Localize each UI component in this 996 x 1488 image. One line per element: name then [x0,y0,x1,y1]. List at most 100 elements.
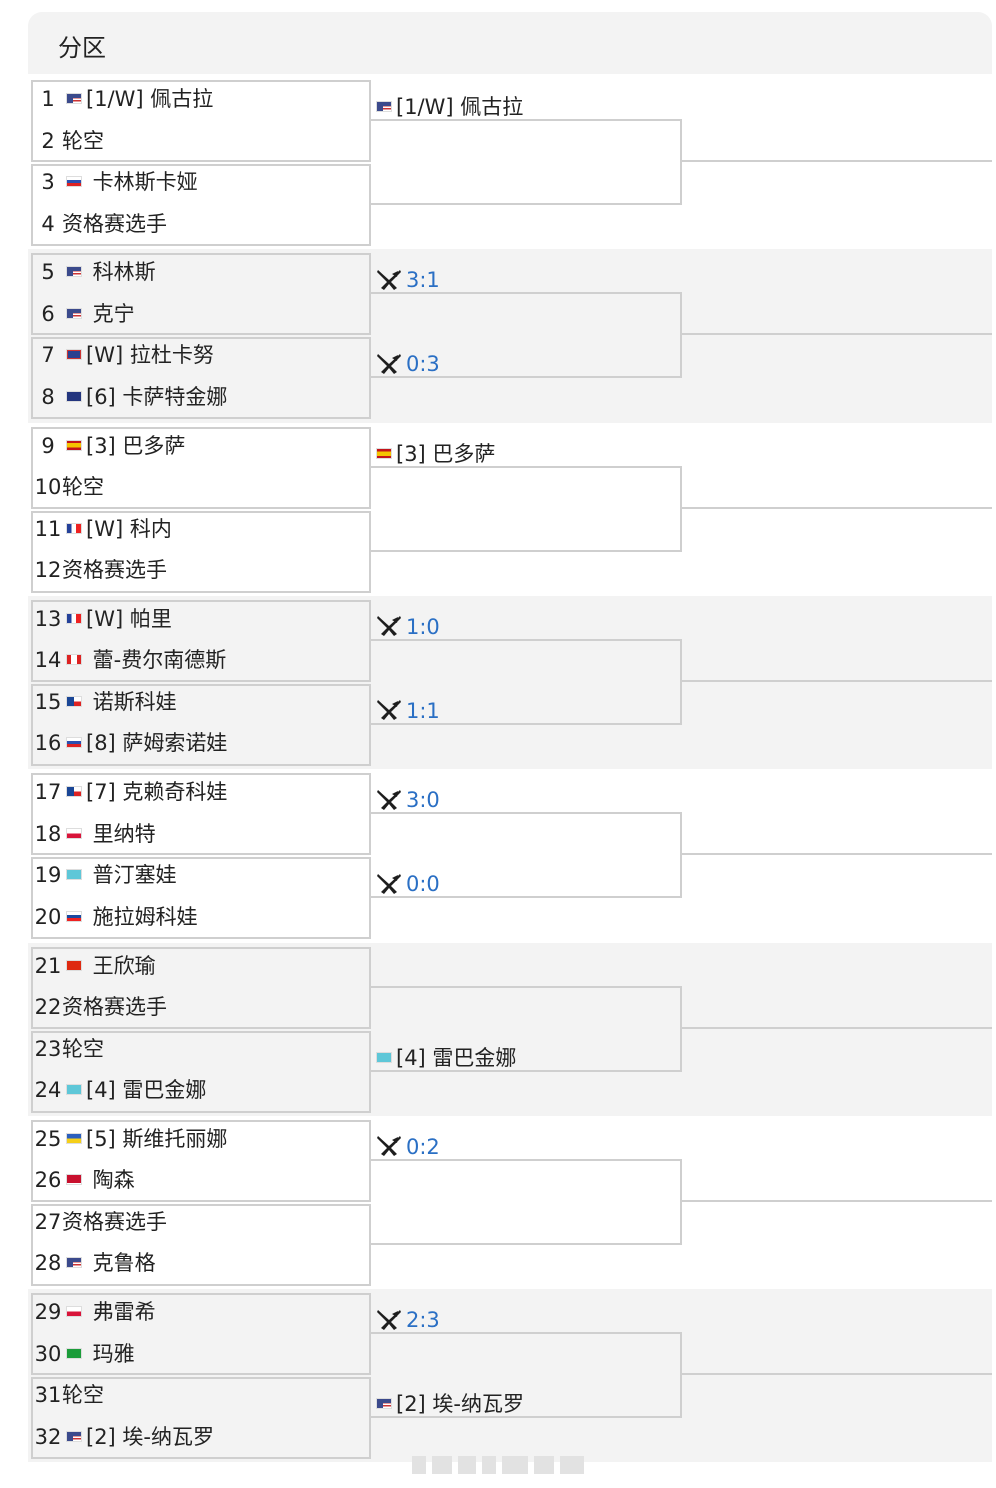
player-row[interactable]: 32[2] 埃-纳瓦罗 [34,1417,214,1457]
player-row[interactable]: 3 卡林斯卡娅 [34,162,197,202]
player-row[interactable]: 27资格赛选手 [34,1202,167,1242]
player-row[interactable]: 9[3] 巴多萨 [34,426,185,466]
player-row[interactable]: 8[6] 卡萨特金娜 [34,377,227,417]
player-row[interactable]: 11[W] 科内 [34,509,172,549]
player-row[interactable]: 30 玛雅 [34,1334,135,1374]
first-round-match[interactable] [31,80,371,162]
draw-position: 9 [41,433,55,458]
us-flag-icon [376,101,392,112]
player-row[interactable]: 26 陶森 [34,1160,135,1200]
draw-position: 27 [34,1209,62,1234]
first-round-match[interactable] [31,1203,371,1286]
advanced-player[interactable]: [2] 埃-纳瓦罗 [376,1390,524,1418]
player-name: [1/W] 佩古拉 [396,95,524,119]
player-row[interactable]: 28 克鲁格 [34,1243,156,1283]
match-score[interactable]: 3:0 [376,786,440,814]
player-row[interactable]: 23轮空 [34,1029,104,1069]
player-row[interactable]: 6 克宁 [34,294,135,334]
player-row[interactable]: 5 科林斯 [34,252,155,292]
cn-flag-icon [66,959,82,971]
player-row[interactable]: 31轮空 [34,1375,104,1415]
player-row[interactable]: 12资格赛选手 [34,550,167,590]
first-round-match[interactable] [31,857,371,940]
first-round-match[interactable] [31,1030,371,1113]
player-row[interactable]: 13[W] 帕里 [34,599,172,639]
fr-flag-icon [66,522,82,534]
second-round-connector [371,465,682,552]
crossed-swords-icon [376,353,402,375]
second-round-connector [371,1158,682,1245]
ru-flag-icon [66,176,82,187]
cz-flag-icon [66,695,82,707]
first-round-match[interactable] [31,1377,371,1460]
first-round-match[interactable] [31,510,371,593]
first-round-match[interactable] [31,1293,371,1376]
player-name: [W] 科内 [86,516,172,541]
section-title: 分区 [58,34,106,62]
player-row[interactable]: 17[7] 克赖奇科娃 [34,772,228,812]
player-name: 轮空 [62,128,104,153]
score-value: 2:3 [406,1308,440,1333]
match-score[interactable]: 0:0 [376,870,440,898]
first-round-match[interactable] [31,773,371,856]
sk-flag-icon [66,910,82,922]
player-name: 弗雷希 [86,1300,156,1325]
crossed-swords-icon [376,615,402,637]
first-round-match[interactable] [31,599,371,682]
player-row[interactable]: 1[1/W] 佩古拉 [34,79,213,119]
advanced-player[interactable]: [4] 雷巴金娜 [376,1044,516,1072]
draw-position: 17 [34,780,62,805]
player-row[interactable]: 22资格赛选手 [34,987,167,1027]
first-round-match[interactable] [31,683,371,766]
first-round-match[interactable] [31,337,371,420]
us-flag-icon [66,1430,82,1442]
draw-position: 19 [34,863,62,888]
player-name: [2] 埃-纳瓦罗 [86,1424,214,1449]
player-name: [8] 萨姆索诺娃 [86,731,228,756]
draw-position: 14 [34,648,62,673]
player-name: [W] 帕里 [86,606,172,631]
match-score[interactable]: 1:0 [376,613,440,641]
second-round-connector [371,638,682,725]
first-round-match[interactable] [31,426,371,509]
player-row[interactable]: 19 普汀塞娃 [34,855,177,895]
first-round-match[interactable] [31,253,371,336]
player-row[interactable]: 25[5] 斯维托丽娜 [34,1119,228,1159]
player-row[interactable]: 16[8] 萨姆索诺娃 [34,723,228,763]
crossed-swords-icon [376,789,402,811]
player-row[interactable]: 29 弗雷希 [34,1292,156,1332]
player-name: 克宁 [86,301,135,326]
first-round-match[interactable] [31,1119,371,1202]
draw-position: 3 [41,170,55,194]
player-row[interactable]: 15 诺斯科娃 [34,682,177,722]
first-round-match[interactable] [31,946,371,1029]
draw-position: 28 [34,1251,62,1276]
match-score[interactable]: 0:3 [376,350,440,378]
group-band [28,1115,992,1290]
player-row[interactable]: 20 施拉姆科娃 [34,897,198,937]
player-name: 资格赛选手 [62,995,167,1019]
player-row[interactable]: 14 蕾-费尔南德斯 [34,640,227,680]
player-row[interactable]: 10轮空 [34,467,104,507]
ua-flag-icon [66,1132,82,1144]
advanced-player[interactable]: [3] 巴多萨 [376,440,495,468]
player-row[interactable]: 24[4] 雷巴金娜 [34,1070,207,1110]
match-score[interactable]: 1:1 [376,697,440,725]
player-name: [3] 巴多萨 [396,441,496,466]
player-row[interactable]: 21 王欣瑜 [34,946,156,986]
player-row[interactable]: 7[W] 拉杜卡努 [34,335,214,375]
player-name: 资格赛选手 [62,1209,167,1234]
first-round-match[interactable] [31,164,371,246]
match-score[interactable]: 2:3 [376,1306,440,1334]
third-round-connector [682,160,992,162]
player-row[interactable]: 18 里纳特 [34,814,156,854]
advanced-player[interactable]: [1/W] 佩古拉 [376,93,523,121]
score-value: 0:3 [406,352,440,377]
match-score[interactable]: 3:1 [376,266,440,294]
pl-flag-icon [66,827,82,839]
match-score[interactable]: 0:2 [376,1133,440,1161]
player-name: 施拉姆科娃 [86,904,198,929]
player-name: [6] 卡萨特金娜 [86,384,228,409]
